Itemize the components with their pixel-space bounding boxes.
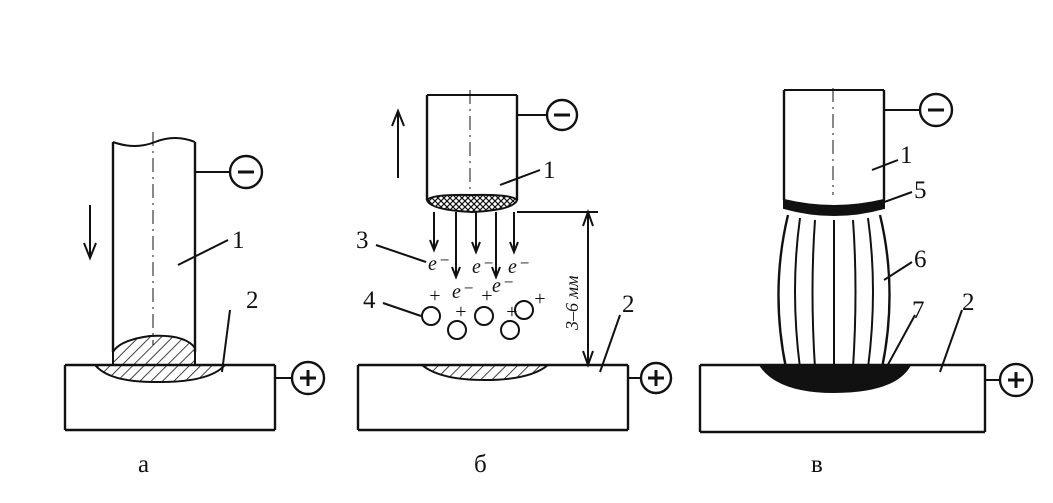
- ion-charge: +: [480, 285, 494, 307]
- label-electrode: 1: [900, 142, 913, 169]
- leader-4: [382, 302, 422, 317]
- ions: [421, 300, 534, 340]
- label-workpiece: 2: [622, 291, 635, 318]
- leader-6: [883, 261, 913, 281]
- leader-3: [375, 244, 427, 263]
- negative-terminal: [195, 154, 264, 190]
- label-arc-column: 6: [914, 246, 927, 273]
- arc-column: [777, 214, 891, 369]
- leader-7: [884, 314, 916, 371]
- ion-charge: +: [428, 285, 442, 307]
- positive-terminal: [628, 361, 673, 395]
- electron-symbol: e⁻: [428, 253, 449, 275]
- caption-b: б: [474, 451, 487, 478]
- ion-charge: +: [454, 301, 468, 323]
- up-arrow-icon: [391, 108, 405, 178]
- leader-2: [221, 309, 231, 373]
- workpiece: [63, 363, 277, 432]
- label-ions: 4: [363, 287, 376, 314]
- leader-5: [875, 191, 913, 206]
- label-electrode: 1: [232, 227, 245, 254]
- electron-symbol: e⁻: [472, 256, 493, 278]
- negative-terminal: [884, 92, 954, 128]
- leader-1: [499, 169, 541, 186]
- leader-2: [599, 314, 621, 373]
- label-weld-pool: 7: [912, 297, 925, 324]
- electrode: [425, 90, 519, 214]
- leader-1: [871, 159, 899, 171]
- gap-dimension: [517, 209, 598, 368]
- leader-2: [939, 309, 963, 373]
- workpiece: [698, 363, 987, 434]
- electron-symbol: e⁻: [492, 275, 513, 297]
- negative-terminal: [517, 98, 579, 132]
- down-arrow-icon: [83, 205, 97, 261]
- electron-symbol: e⁻: [508, 256, 529, 278]
- electron-symbol: e⁻: [452, 281, 473, 303]
- label-workpiece: 2: [962, 289, 975, 316]
- leader-1: [177, 239, 229, 266]
- label-electrode-tip: 5: [914, 177, 927, 204]
- caption-a: а: [138, 451, 149, 478]
- label-electrode: 1: [543, 157, 556, 184]
- positive-terminal: [275, 360, 326, 396]
- electron-flow: [429, 212, 519, 280]
- label-electrons: 3: [356, 227, 369, 254]
- gap-dimension-text: 3–6 мм: [562, 275, 582, 331]
- panel-a: 1 2 а: [63, 132, 326, 478]
- electrode: [111, 132, 197, 366]
- ion-charge: +: [505, 301, 519, 323]
- label-workpiece: 2: [246, 287, 259, 314]
- ion-charge: +: [533, 288, 547, 310]
- caption-c: в: [811, 451, 823, 478]
- electrode: [782, 88, 886, 216]
- positive-terminal: [985, 362, 1034, 398]
- workpiece: [356, 363, 630, 432]
- panel-c: 1 5 6 7 2 в: [698, 88, 1034, 478]
- panel-b: e⁻ e⁻ e⁻ e⁻ e⁻ + + + + + 3–6 мм: [356, 90, 673, 478]
